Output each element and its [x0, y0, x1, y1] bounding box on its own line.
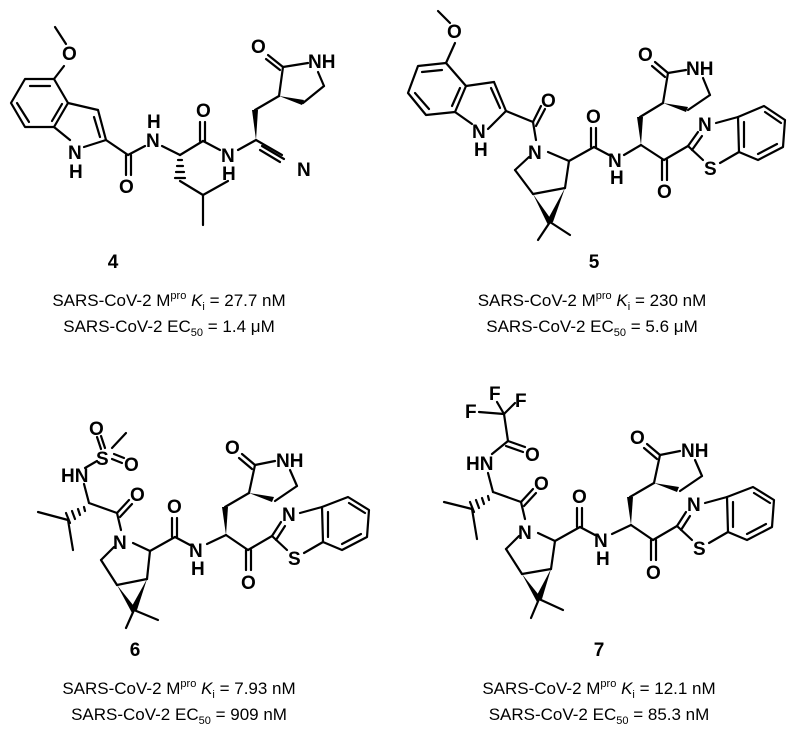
compound-6-ki: SARS-CoV-2 Mpro Ki = 7.93 nM [62, 678, 296, 701]
atom-h: H [222, 164, 236, 185]
atom-n: N [113, 533, 127, 554]
atom-n: N [518, 523, 532, 544]
compound-7-label: 7 [593, 640, 605, 661]
atom-f: F [515, 391, 527, 412]
atom-o: O [241, 573, 256, 594]
atom-n: N [698, 115, 712, 136]
compound-7-ec50: SARS-CoV-2 EC50 = 85.3 nM [488, 705, 710, 727]
atom-o: O [657, 182, 672, 203]
atom-n: N [687, 495, 701, 516]
atom-n: N [297, 160, 311, 181]
atom-h: H [191, 559, 205, 580]
atom-nh: NH [681, 441, 708, 462]
atom-o: O [167, 497, 182, 518]
atom-o: O [124, 455, 139, 476]
atom-o: O [130, 485, 145, 506]
compound-7-structure: F F F O HN O N [442, 384, 776, 620]
atom-nh: NH [686, 59, 713, 80]
compound-4-ki: SARS-CoV-2 Mpro Ki = 27.7 nM [52, 290, 286, 313]
compound-6-panel: O S O HN O N [0, 370, 398, 754]
atom-o: O [62, 44, 77, 65]
compound-5-panel: O N H O N O N H [398, 0, 796, 370]
compound-5-ki: SARS-CoV-2 Mpro Ki = 230 nM [477, 290, 707, 313]
atom-s: S [288, 549, 301, 570]
atom-o: O [541, 91, 556, 112]
atom-o: O [447, 22, 462, 43]
atom-o: O [225, 438, 240, 459]
atom-n: N [282, 505, 296, 526]
atom-o: O [646, 563, 661, 584]
compound-6-structure: O S O HN O N [36, 419, 371, 630]
compound-4-label: 4 [107, 252, 119, 273]
atom-o: O [534, 474, 549, 495]
compound-5-structure: O N H O N O N H [406, 9, 787, 242]
atom-h: H [596, 549, 610, 570]
atom-o: O [89, 419, 104, 440]
atom-s: S [704, 159, 717, 180]
compound-4-ec50: SARS-CoV-2 EC50 = 1.4 μM [63, 317, 275, 339]
atom-o: O [638, 45, 653, 66]
atom-s: S [693, 539, 706, 560]
atom-n: N [594, 531, 608, 552]
atom-h: H [69, 162, 83, 183]
atom-nh: NH [308, 52, 335, 73]
atom-o: O [251, 37, 266, 58]
atom-h: H [147, 112, 161, 133]
atom-o: O [630, 428, 645, 449]
atom-s: S [96, 449, 109, 470]
compound-7-panel: F F F O HN O N [398, 370, 796, 754]
compound-5-label: 5 [588, 252, 600, 273]
atom-h: H [610, 168, 624, 189]
atom-nh: NH [276, 451, 303, 472]
atom-n: N [68, 143, 82, 164]
atom-o: O [572, 487, 587, 508]
atom-o: O [196, 101, 211, 122]
atom-hn: HN [466, 454, 493, 475]
atom-n: N [189, 541, 203, 562]
compound-6-ec50: SARS-CoV-2 EC50 = 909 nM [71, 705, 287, 727]
compound-4-panel: O N H O N H O [0, 0, 398, 370]
atom-f: F [465, 402, 477, 423]
atom-f: F [489, 384, 501, 405]
compound-5-ec50: SARS-CoV-2 EC50 = 5.6 μM [486, 317, 698, 339]
atom-n: N [472, 122, 486, 143]
atom-hn: HN [61, 466, 88, 487]
compound-4-structure: O N H O N H O [9, 25, 335, 227]
atom-n: N [528, 143, 542, 164]
atom-h: H [474, 140, 488, 161]
atom-o: O [586, 107, 601, 128]
atom-o: O [119, 177, 134, 198]
compound-6-label: 6 [129, 640, 141, 661]
compound-7-ki: SARS-CoV-2 Mpro Ki = 12.1 nM [482, 678, 716, 701]
atom-o: O [525, 445, 540, 466]
atom-n: N [146, 131, 160, 152]
atom-n: N [221, 146, 235, 167]
atom-n: N [608, 151, 622, 172]
